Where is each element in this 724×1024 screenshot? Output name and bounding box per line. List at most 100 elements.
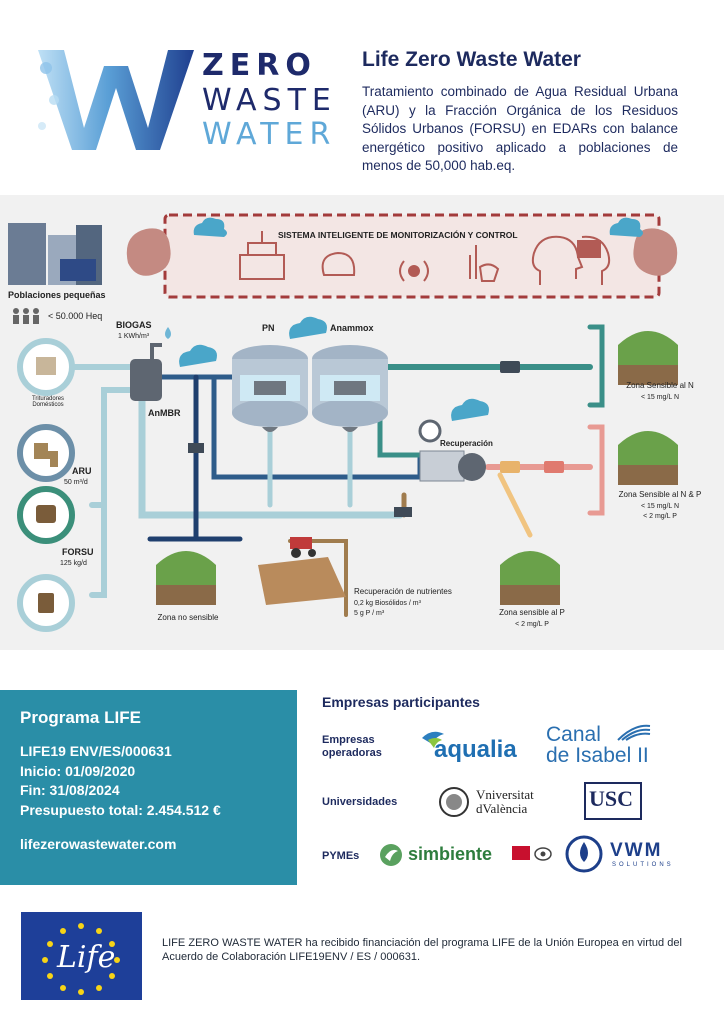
vwm-wordmark: VWM [610, 840, 663, 861]
recovery-label: Recuperación [440, 439, 493, 448]
simbiente-wordmark: simbiente [408, 844, 493, 864]
upload-cloud-icons [179, 316, 489, 421]
program-end: Fin: 31/08/2024 [20, 782, 120, 798]
valves [188, 361, 564, 517]
zone-np-value-p: < 2 mg/L P [643, 513, 677, 520]
anmbr-reactor [130, 327, 171, 401]
aqualia-leaf-icon [422, 731, 444, 748]
logo-wordmark: ZERO WASTE WATER [202, 48, 337, 152]
aru-source [17, 424, 75, 482]
header: ZERO WASTE WATER Life Zero Waste Water T… [0, 0, 724, 195]
cloud-icon-2 [609, 217, 643, 237]
operators-label-line1: Empresas [322, 734, 375, 746]
system-banner-label: SISTEMA INTELIGENTE DE MONITORIZACIÓN Y … [278, 230, 518, 240]
factory-icon [239, 231, 285, 280]
operators-label: Empresas operadoras [322, 734, 382, 760]
diagram-graphics [8, 213, 678, 632]
pn-label: PN [262, 323, 275, 333]
operators-label-line2: operadoras [322, 747, 382, 759]
forsu-source [17, 486, 75, 544]
eu-stars-icon [42, 923, 120, 995]
anammox-label: Anammox [330, 323, 374, 333]
zone-np-value-n: < 15 mg/L N [640, 503, 680, 510]
usc-wordmark: USC [589, 786, 634, 811]
canal-wordmark-line1: Canal [546, 723, 601, 746]
aqualia-logo: aqualia [418, 728, 518, 767]
simbiente-leaf-icon [380, 844, 402, 866]
zone-np-landscape [618, 431, 678, 485]
zone-n-value: < 15 mg/L N [640, 394, 680, 401]
canal-isabel-logo: Canal de Isabel II [546, 723, 651, 767]
zone-n-label: Zona Sensible al N [626, 381, 694, 390]
vwm-drop-icon [565, 835, 603, 873]
aqualia-wordmark: aqualia [434, 736, 517, 763]
program-code: LIFE19 ENV/ES/000631 [20, 743, 172, 759]
small-towns-label: Poblaciones pequeñas [8, 290, 106, 300]
program-budget: Presupuesto total: 2.454.512 € [20, 801, 221, 818]
field-tractor [258, 537, 346, 605]
shredder-source [17, 338, 75, 396]
recovery-unit [418, 419, 486, 482]
smes-label: PYMEs [322, 850, 360, 862]
zone-n-landscape [618, 331, 678, 385]
valencia-seal-icon [439, 787, 469, 817]
aru-flow-label: 50 m³/d [64, 479, 88, 486]
program-website-link[interactable]: lifezerowastewater.com [20, 836, 177, 852]
zone-p-landscape [500, 551, 560, 605]
participating-companies: Empresas participantes Empresas operador… [320, 690, 710, 885]
life-wordmark: Life [57, 940, 116, 975]
logo-w-mark [38, 50, 194, 150]
zone-p-value: < 2 mg/L P [515, 621, 549, 628]
canal-wordmark-line2: de Isabel II [546, 744, 649, 767]
simbiente-logo: simbiente [378, 842, 492, 873]
signal-icon [399, 260, 429, 282]
logo-waste: WASTE [202, 83, 337, 118]
aru-label: ARU [72, 466, 92, 476]
biogas-label: BIOGAS [116, 320, 152, 330]
valencia-wordmark-2: dValència [476, 801, 528, 816]
vwm-subtitle: SOLUTIONS [612, 862, 674, 868]
eye-icon [534, 847, 552, 861]
people-icon [13, 308, 39, 324]
pn-tank [232, 345, 308, 432]
cloud-icon-1 [193, 217, 227, 237]
life-program-box: Programa LIFE LIFE19 ENV/ES/000631 Inici… [0, 690, 297, 885]
logo-zero: ZERO [202, 48, 317, 83]
page-subtitle: Tratamiento combinado de Agua Residual U… [362, 84, 678, 173]
biogas-rate-label: 1 KWh/m³ [118, 333, 150, 340]
funding-statement: LIFE ZERO WASTE WATER ha recibido financ… [162, 937, 682, 963]
anammox-tank [312, 345, 388, 432]
population-label: < 50.000 Heq [48, 311, 103, 321]
program-start: Inicio: 01/09/2020 [20, 762, 136, 779]
usc-logo: USC [584, 782, 642, 820]
vwm-logo: VWM SOLUTIONS [564, 834, 671, 879]
anmbr-label: AnMBR [148, 408, 181, 418]
buildings-icon [8, 223, 102, 285]
zero-waste-water-logo: ZERO WASTE WATER [32, 44, 332, 156]
valencia-wordmark-1: Vniversitat [476, 787, 534, 802]
zone-none-landscape [156, 551, 216, 605]
forsu-label: FORSU [62, 547, 94, 557]
zone-p-label: Zona sensible al P [499, 608, 565, 617]
process-diagram: SISTEMA INTELIGENTE DE MONITORIZACIÓN Y … [0, 195, 724, 650]
zone-none-label: Zona no sensible [157, 613, 219, 622]
canal-waves-icon [617, 724, 651, 741]
universities-label: Universidades [322, 796, 398, 808]
ai-head-icon [531, 235, 611, 285]
weather-icon [321, 251, 356, 276]
eye-seal-icon [534, 846, 552, 867]
companies-heading: Empresas participantes [322, 694, 480, 710]
lab-icon [469, 245, 500, 282]
nutrients-label: Recuperación de nutrientes [354, 587, 452, 596]
program-heading: Programa LIFE [20, 708, 141, 727]
nutrients-value-biosolids: 0,2 kg Biosólidos / m³ [354, 600, 421, 607]
page-title: Life Zero Waste Water [362, 48, 581, 71]
malta-cross-icon [512, 846, 530, 860]
bin-source [17, 574, 75, 632]
zone-np-label: Zona Sensible al N & P [618, 490, 702, 499]
eu-life-logo: Life [21, 912, 142, 1000]
nutrients-value-phosphorus: 5 g P / m³ [354, 610, 385, 617]
shredders-label: Trituradores Domésticos [31, 396, 65, 408]
monitoring-banner [126, 213, 678, 299]
forsu-flow-label: 125 kg/d [60, 560, 87, 567]
